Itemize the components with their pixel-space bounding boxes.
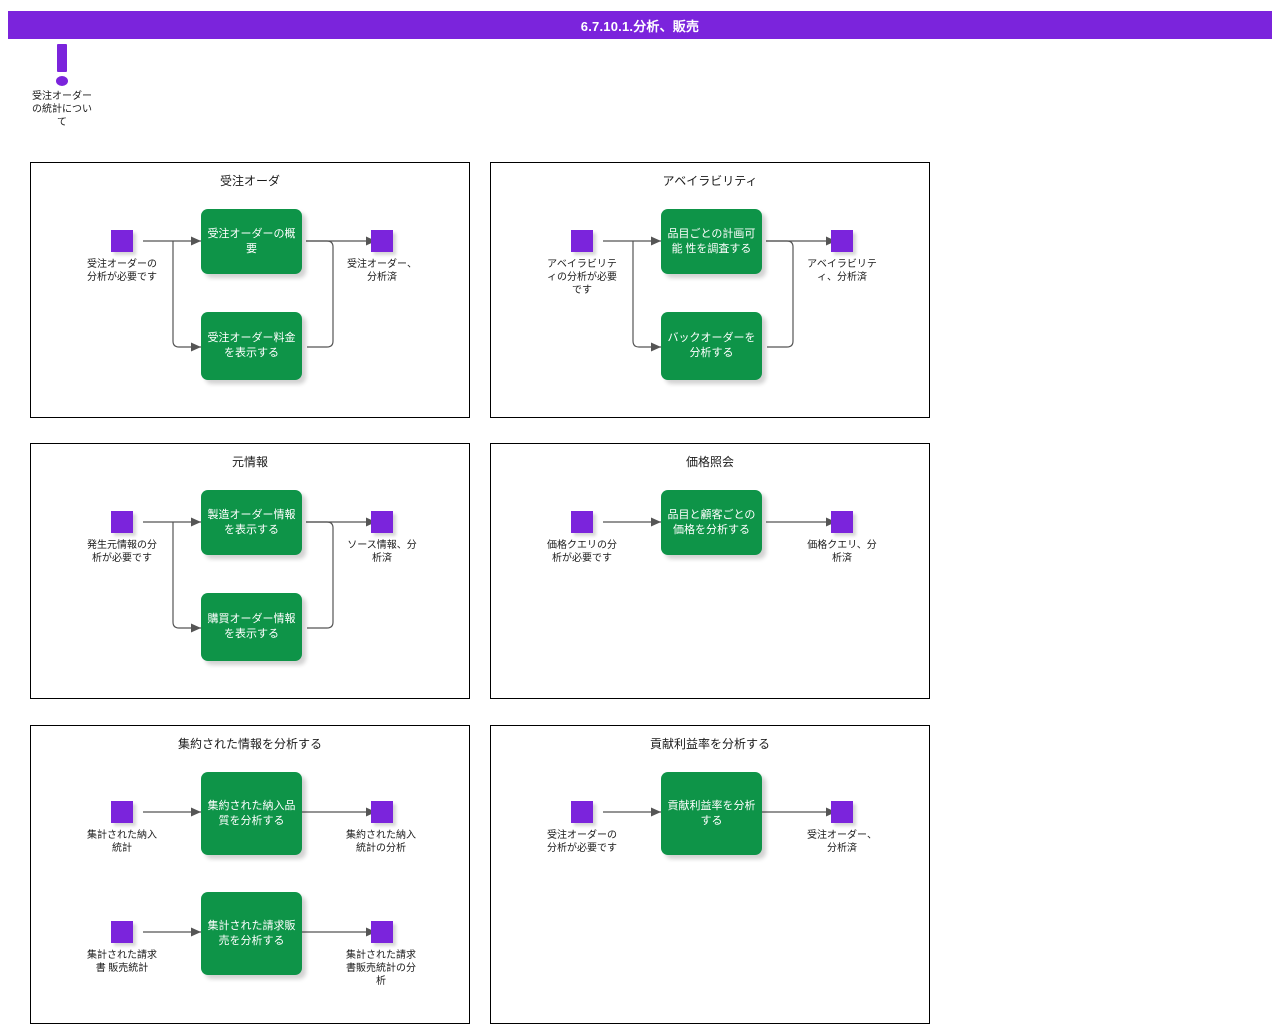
panel-title: アベイラビリティ (662, 174, 758, 188)
output-node[interactable] (371, 230, 393, 252)
process-box-label: 貢献利益率を分析する (667, 799, 756, 827)
process-box[interactable]: 品目ごとの計画可能 性を調査する (661, 209, 762, 274)
process-box[interactable]: 集計された請求販売を分析する (201, 892, 302, 975)
input-node[interactable] (571, 511, 593, 533)
input-node[interactable] (571, 801, 593, 823)
output-node-label: アベイラビリティ、分析済 (807, 259, 877, 283)
panel-contribution-margin[interactable]: 貢献利益率を分析する 受注オーダーの分析が必要です 貢献利益率を分析する 受注オ… (490, 725, 930, 1024)
panel-aggregated-info[interactable]: 集約された情報を分析する 集計された納入統計 集約された納入品質を分析する 集約… (30, 725, 470, 1024)
input-node[interactable] (111, 230, 133, 252)
output-node[interactable] (831, 511, 853, 533)
output-node-label: ソース情報、分析済 (347, 540, 417, 564)
title-bar: 6.7.10.1.分析、販売 (8, 11, 1272, 39)
process-box[interactable]: 受注オーダー料金を表示する (201, 312, 302, 380)
output-node[interactable] (371, 921, 393, 943)
connector-group (603, 517, 836, 527)
output-node[interactable] (371, 511, 393, 533)
statistics-note[interactable]: 受注オーダーの統計について (20, 44, 104, 129)
exclamation-icon (55, 44, 69, 86)
panel-title: 元情報 (231, 455, 268, 469)
input-node[interactable] (111, 511, 133, 533)
input-node[interactable] (111, 801, 133, 823)
connector-group (143, 236, 376, 352)
process-box-label: バックオーダーを分析する (667, 332, 756, 359)
process-box-label: 受注オーダー料金を表示する (207, 332, 296, 359)
process-box[interactable]: 品目と顧客ごとの価格を分析する (661, 490, 762, 555)
input-node-label: 受注オーダーの分析が必要です (87, 259, 157, 283)
input-node-label: 集計された請求書 販売統計 (87, 950, 157, 974)
process-box[interactable]: 製造オーダー情報を表示する (201, 490, 302, 555)
output-node[interactable] (831, 230, 853, 252)
connector-group (143, 517, 376, 633)
process-box-label: 購買オーダー情報を表示する (207, 613, 296, 640)
input-node[interactable] (111, 921, 133, 943)
output-node[interactable] (371, 801, 393, 823)
process-box[interactable]: 受注オーダーの概要 (201, 209, 302, 274)
process-box-label: 品目と顧客ごとの価格を分析する (667, 508, 756, 536)
process-box-label: 受注オーダーの概要 (207, 227, 296, 255)
input-node[interactable] (571, 230, 593, 252)
output-node-label: 集計された請求 書販売統計の分 析 (346, 950, 416, 987)
page-title: 6.7.10.1.分析、販売 (580, 18, 700, 34)
process-box-label: 集計された請求販売を分析する (207, 919, 296, 947)
input-node-label: アベイラビリティの分析が必要です (547, 259, 617, 296)
panel-availability[interactable]: アベイラビリティ アベイラビリティの分析が必要です 品目ごとの計画可能 性を調査… (490, 162, 930, 418)
connector-group (603, 807, 836, 817)
input-node-label: 集計された納入統計 (87, 830, 157, 854)
output-node[interactable] (831, 801, 853, 823)
statistics-note-label: 受注オーダーの統計について (32, 91, 92, 128)
panel-title: 集約された情報を分析する (177, 737, 322, 751)
input-node-label: 価格クエリの分析が必要です (547, 540, 617, 564)
input-node-label: 受注オーダーの分析が必要です (547, 830, 617, 854)
process-box[interactable]: バックオーダーを分析する (661, 312, 762, 380)
process-box[interactable]: 集約された納入品質を分析する (201, 772, 302, 855)
panel-title: 受注オーダ (219, 174, 280, 188)
panel-title: 価格照会 (685, 455, 734, 469)
process-box-label: 品目ごとの計画可能 性を調査する (667, 227, 756, 255)
process-box[interactable]: 購買オーダー情報を表示する (201, 593, 302, 661)
input-node-label: 発生元情報の分析が必要です (87, 540, 157, 564)
output-node-label: 集約された納入統計の分析 (346, 830, 416, 854)
panel-sales-order[interactable]: 受注オーダ 受注オーダーの分析が必要です 受注オーダーの概要 受注オーダー料金を… (30, 162, 470, 418)
output-node-label: 価格クエリ、分析済 (807, 540, 877, 564)
output-node-label: 受注オーダー、分析済 (347, 259, 417, 283)
process-box[interactable]: 貢献利益率を分析する (661, 772, 762, 855)
panel-price-query[interactable]: 価格照会 価格クエリの分析が必要です 品目と顧客ごとの価格を分析する 価格クエリ… (490, 443, 930, 699)
process-box-label: 製造オーダー情報を表示する (207, 508, 296, 536)
panel-title: 貢献利益率を分析する (649, 737, 770, 751)
output-node-label: 受注オーダー、分析済 (807, 830, 877, 854)
process-box-label: 集約された納入品質を分析する (207, 799, 296, 827)
panel-source-info[interactable]: 元情報 発生元情報の分析が必要です 製造オーダー情報を表示する 購買オーダー情報… (30, 443, 470, 699)
